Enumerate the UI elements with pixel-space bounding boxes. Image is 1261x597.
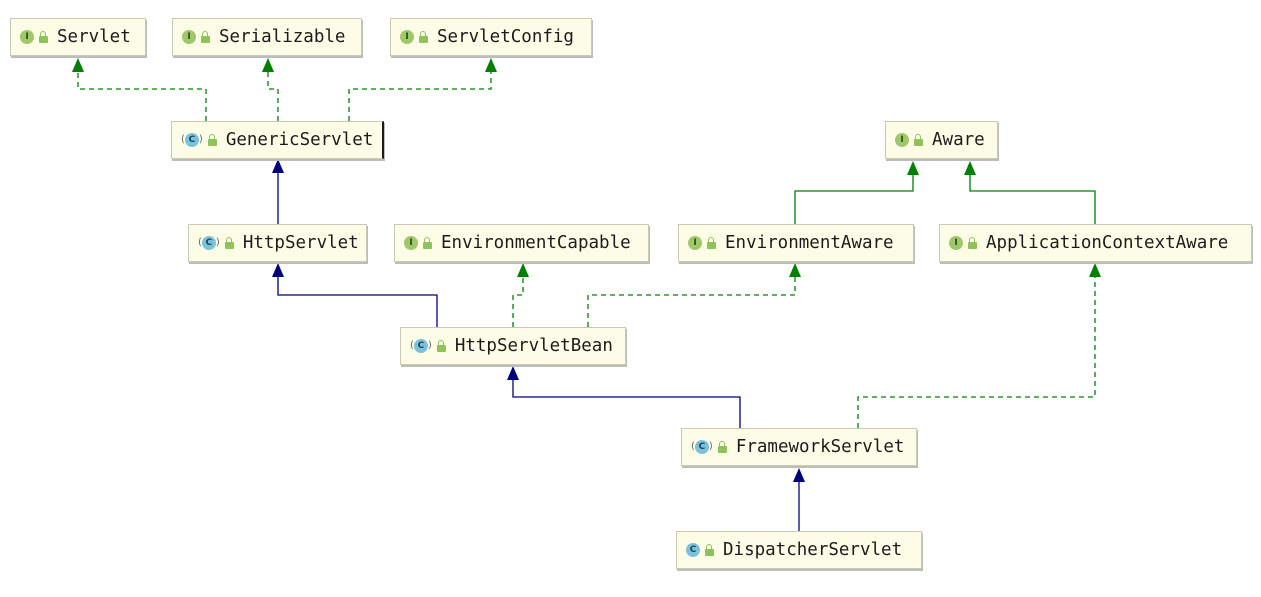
abstract-class-icon: (C) xyxy=(181,133,203,147)
node-label: ApplicationContextAware xyxy=(986,233,1229,253)
arrowhead xyxy=(964,161,976,175)
edge-httpservletbean-environmentcapable xyxy=(512,277,524,327)
node-environmentcapable[interactable]: I EnvironmentCapable xyxy=(394,224,649,262)
node-environmentaware[interactable]: I EnvironmentAware xyxy=(678,224,914,262)
node-label: Aware xyxy=(932,130,985,150)
abstract-class-icon: (C) xyxy=(410,339,432,353)
node-label: FrameworkServlet xyxy=(735,437,905,457)
edge-frameworkservlet-applicationcontextaware xyxy=(857,277,1096,428)
node-httpservlet[interactable]: (C) HttpServlet xyxy=(188,224,367,262)
public-lock-icon xyxy=(436,339,446,352)
node-genericservlet[interactable]: (C) GenericServlet xyxy=(171,121,384,159)
node-servlet[interactable]: I Servlet xyxy=(10,18,146,56)
arrowhead xyxy=(793,468,805,482)
class-icon: C xyxy=(686,543,700,557)
public-lock-icon xyxy=(39,30,48,43)
interface-icon: I xyxy=(400,30,414,44)
node-label: Serializable xyxy=(219,27,346,47)
edge-httpservletbean-environmentaware xyxy=(587,277,796,327)
arrowhead xyxy=(262,58,274,72)
abstract-class-icon: (C) xyxy=(198,236,220,250)
node-aware[interactable]: I Aware xyxy=(885,121,998,159)
edge-frameworkservlet-httpservletbean xyxy=(512,380,741,428)
abstract-class-icon: (C) xyxy=(691,440,713,454)
arrowhead xyxy=(1089,263,1101,277)
interface-icon: I xyxy=(182,30,196,44)
node-label: HttpServletBean xyxy=(454,336,613,356)
edge-httpservletbean-httpservlet xyxy=(277,277,438,327)
public-lock-icon xyxy=(201,30,210,43)
node-label: DispatcherServlet xyxy=(723,540,903,560)
node-dispatcherservlet[interactable]: C DispatcherServlet xyxy=(676,531,922,569)
node-label: ServletConfig xyxy=(437,27,574,47)
interface-icon: I xyxy=(895,133,909,147)
edge-genericservlet-servlet xyxy=(77,72,207,121)
public-lock-icon xyxy=(207,133,217,146)
edge-applicationcontextaware-aware xyxy=(969,175,1096,224)
node-label: EnvironmentAware xyxy=(725,233,894,253)
edge-genericservlet-serializable xyxy=(267,72,279,121)
public-lock-icon xyxy=(717,440,727,453)
node-label: HttpServlet xyxy=(242,233,359,253)
arrowhead xyxy=(272,159,284,173)
edge-genericservlet-servletconfig xyxy=(348,72,492,121)
node-label: EnvironmentCapable xyxy=(441,233,631,253)
edge-environmentaware-aware xyxy=(794,175,914,224)
interface-icon: I xyxy=(949,236,963,250)
node-servletconfig[interactable]: I ServletConfig xyxy=(390,18,592,56)
node-applicationcontextaware[interactable]: I ApplicationContextAware xyxy=(939,224,1252,262)
public-lock-icon xyxy=(224,236,234,249)
interface-icon: I xyxy=(404,236,418,250)
node-httpservletbean[interactable]: (C) HttpServletBean xyxy=(400,327,626,365)
interface-icon: I xyxy=(688,236,702,250)
arrowhead xyxy=(789,263,801,277)
arrowhead xyxy=(507,366,519,380)
arrowhead xyxy=(517,263,529,277)
public-lock-icon xyxy=(423,236,432,249)
node-serializable[interactable]: I Serializable xyxy=(172,18,362,56)
arrowhead xyxy=(272,263,284,277)
node-label: Servlet xyxy=(57,27,131,47)
node-frameworkservlet[interactable]: (C) FrameworkServlet xyxy=(681,428,917,466)
interface-icon: I xyxy=(20,30,34,44)
public-lock-icon xyxy=(707,236,716,249)
arrowhead xyxy=(485,58,497,72)
arrowhead xyxy=(72,58,84,72)
public-lock-icon xyxy=(419,30,428,43)
public-lock-icon xyxy=(968,236,977,249)
public-lock-icon xyxy=(914,133,923,146)
arrowhead xyxy=(907,161,919,175)
public-lock-icon xyxy=(705,543,714,556)
node-label: GenericServlet xyxy=(225,130,374,150)
